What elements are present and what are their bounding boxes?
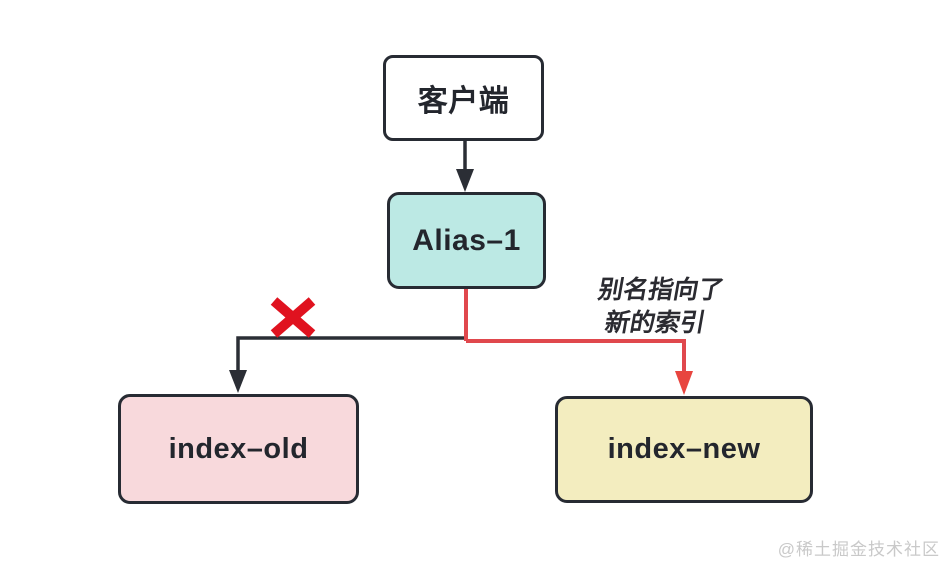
node-alias: Alias–1 (387, 192, 546, 289)
node-alias-label: Alias–1 (412, 223, 521, 257)
node-index-new: index–new (555, 396, 813, 503)
arrowhead-client-to-alias-icon (456, 169, 474, 192)
node-client: 客户端 (383, 55, 544, 141)
edge-annotation: 别名指向了 新的索引 (552, 274, 764, 340)
edge-alias-to-index-new (466, 339, 686, 373)
red-x-icon (270, 297, 316, 338)
watermark: @稀土掘金技术社区 (777, 540, 940, 559)
arrowhead-index-new-icon (675, 371, 693, 395)
node-index-new-label: index–new (607, 433, 761, 465)
edge-annotation-line1: 别名指向了 (596, 276, 726, 304)
node-client-label: 客户端 (417, 85, 510, 118)
arrowhead-index-old-icon (229, 370, 247, 393)
node-index-old: index–old (118, 394, 359, 504)
node-index-old-label: index–old (168, 432, 309, 465)
edge-annotation-line2: 新的索引 (602, 309, 708, 337)
edge-alias-to-index-old (236, 336, 464, 371)
